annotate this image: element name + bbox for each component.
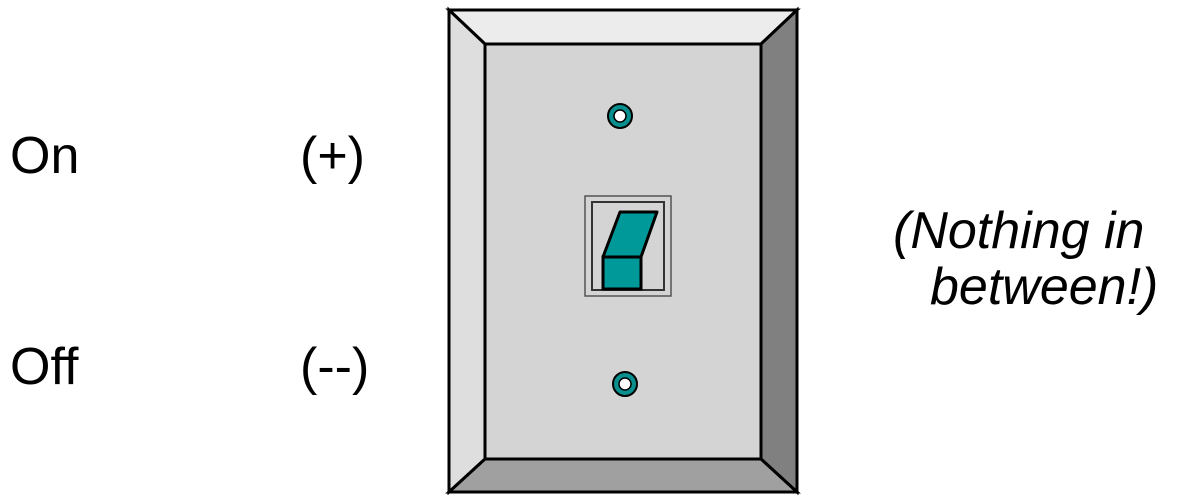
- plate-bevel-bottom: [449, 459, 797, 492]
- screw-icon: [608, 104, 632, 128]
- plate-bevel-right: [761, 10, 797, 492]
- plate-bevel-left: [449, 10, 485, 492]
- screw-icon: [613, 372, 637, 396]
- plate-bevel-top: [449, 10, 797, 44]
